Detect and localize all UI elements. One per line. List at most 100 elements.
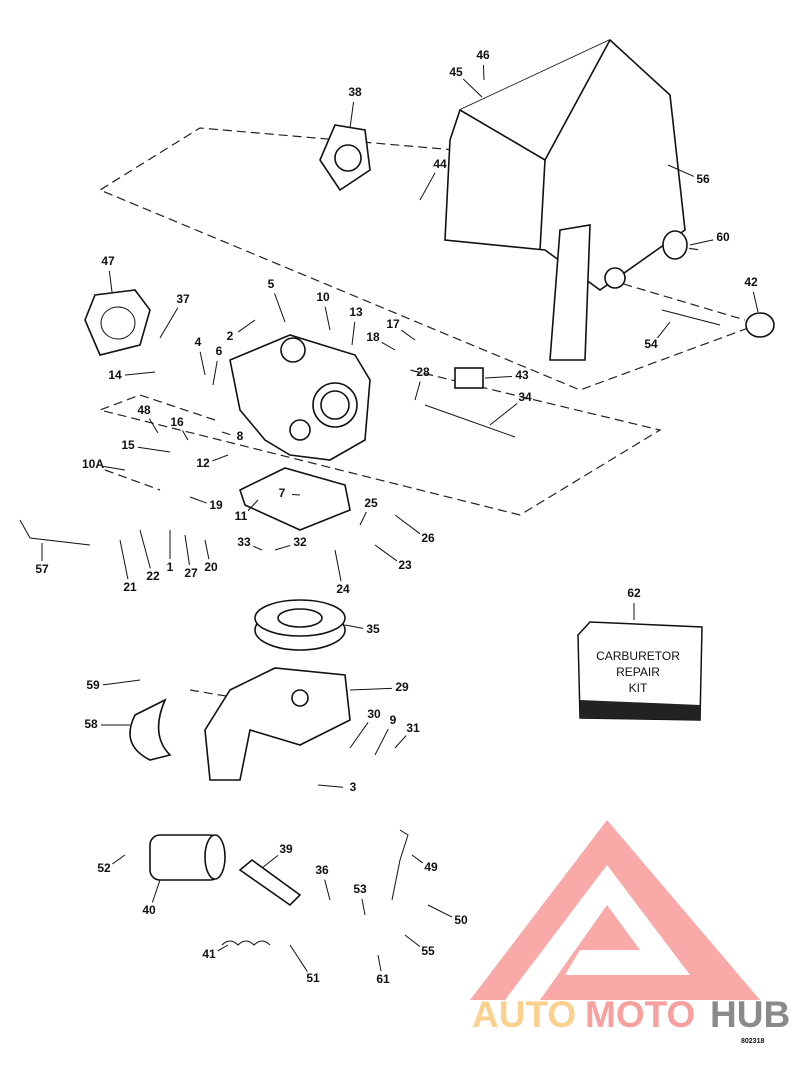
part-label-17: 17 bbox=[386, 317, 400, 331]
leader-line-12 bbox=[212, 454, 229, 462]
part-label-34: 34 bbox=[518, 390, 532, 404]
part-label-43: 43 bbox=[515, 368, 529, 382]
leader-line-47 bbox=[108, 270, 113, 293]
part-label-59: 59 bbox=[86, 678, 100, 692]
part-label-3: 3 bbox=[350, 780, 357, 794]
watermark-moto: MOTO bbox=[585, 994, 695, 1035]
leader-line-52 bbox=[112, 854, 126, 865]
part-label-4: 4 bbox=[195, 335, 202, 349]
watermark-triangle bbox=[470, 820, 760, 1000]
leader-line-39 bbox=[261, 855, 279, 869]
part-label-49: 49 bbox=[424, 860, 438, 874]
part-49-link bbox=[391, 829, 409, 901]
part-label-23: 23 bbox=[398, 558, 412, 572]
leader-line-36 bbox=[324, 879, 331, 901]
part-label-7: 7 bbox=[279, 486, 286, 500]
part-label-6: 6 bbox=[216, 344, 223, 358]
leader-line-22 bbox=[139, 529, 151, 569]
part-label-12: 12 bbox=[196, 456, 210, 470]
leader-line-7 bbox=[291, 494, 301, 496]
part-label-35: 35 bbox=[366, 622, 380, 636]
part-label-31: 31 bbox=[406, 721, 420, 735]
part-label-26: 26 bbox=[421, 531, 435, 545]
leader-line-10A bbox=[102, 465, 126, 471]
part-label-28: 28 bbox=[416, 365, 430, 379]
part-label-18: 18 bbox=[366, 330, 380, 344]
watermark-auto: AUTO bbox=[472, 994, 576, 1035]
part-54-screw bbox=[661, 309, 721, 326]
part-label-1: 1 bbox=[167, 560, 174, 574]
leader-line-32 bbox=[274, 544, 291, 551]
part-label-22: 22 bbox=[146, 569, 160, 583]
leader-line-27 bbox=[184, 534, 190, 566]
leader-line-13 bbox=[351, 321, 356, 346]
part-label-53: 53 bbox=[353, 882, 367, 896]
part-label-39: 39 bbox=[279, 842, 293, 856]
part-label-56: 56 bbox=[696, 172, 710, 186]
watermark-logo bbox=[470, 820, 760, 1000]
leader-line-21 bbox=[119, 539, 129, 580]
leader-line-25 bbox=[359, 511, 367, 526]
part-label-27: 27 bbox=[184, 566, 198, 580]
leader-line-15 bbox=[137, 446, 171, 453]
part-label-48: 48 bbox=[137, 403, 151, 417]
leader-line-28 bbox=[414, 381, 421, 401]
leader-line-16 bbox=[182, 430, 189, 441]
part-label-9: 9 bbox=[390, 713, 397, 727]
part-label-24: 24 bbox=[336, 582, 350, 596]
leader-line-3 bbox=[317, 784, 344, 788]
leader-line-45 bbox=[463, 78, 483, 98]
part-label-21: 21 bbox=[123, 580, 137, 594]
part-label-29: 29 bbox=[395, 680, 409, 694]
part-label-2: 2 bbox=[227, 329, 234, 343]
leader-line-35 bbox=[344, 624, 364, 629]
leader-line-40 bbox=[151, 879, 161, 903]
part-label-33: 33 bbox=[237, 535, 251, 549]
kit-text-line3: KIT bbox=[629, 681, 648, 695]
part-label-57: 57 bbox=[35, 562, 49, 576]
part-label-8: 8 bbox=[237, 429, 244, 443]
part-35-float bbox=[254, 599, 346, 651]
part-label-42: 42 bbox=[744, 275, 758, 289]
leader-line-49 bbox=[411, 854, 424, 864]
leader-line-34 bbox=[489, 403, 518, 426]
leader-line-17 bbox=[400, 329, 416, 341]
part-62-repair-kit-box: CARBURETOR REPAIR KIT bbox=[577, 621, 703, 721]
part-label-11: 11 bbox=[235, 509, 248, 523]
leader-line-46 bbox=[482, 64, 485, 81]
leader-line-29 bbox=[349, 687, 393, 691]
part-42-plug bbox=[745, 312, 775, 338]
leader-line-43 bbox=[484, 375, 513, 379]
part-41-spring bbox=[221, 940, 271, 946]
leader-line-20 bbox=[204, 539, 210, 560]
leader-line-53 bbox=[361, 898, 366, 916]
part-39-plunger bbox=[238, 858, 302, 907]
leader-line-18 bbox=[381, 341, 396, 351]
part-label-40: 40 bbox=[142, 903, 156, 917]
leader-line-5 bbox=[274, 293, 286, 323]
part-label-16: 16 bbox=[170, 415, 184, 429]
part-label-38: 38 bbox=[348, 85, 362, 99]
part-label-30: 30 bbox=[367, 707, 381, 721]
leader-line-44 bbox=[419, 172, 436, 201]
leader-line-55 bbox=[404, 934, 421, 948]
part-label-36: 36 bbox=[315, 863, 329, 877]
leader-line-23 bbox=[374, 544, 398, 562]
part-label-62: 62 bbox=[627, 586, 641, 600]
leader-line-24 bbox=[334, 549, 342, 582]
part-label-5: 5 bbox=[268, 277, 275, 291]
leader-line-50 bbox=[427, 904, 453, 918]
leader-line-10 bbox=[324, 306, 331, 331]
part-label-20: 20 bbox=[204, 560, 218, 574]
leader-line-56 bbox=[667, 164, 695, 177]
part-label-15: 15 bbox=[121, 438, 135, 452]
part-label-61: 61 bbox=[376, 972, 390, 986]
part-label-50: 50 bbox=[454, 913, 468, 927]
leader-line-9 bbox=[374, 728, 389, 756]
leader-line-14 bbox=[124, 371, 156, 376]
part-label-25: 25 bbox=[364, 496, 378, 510]
part-label-32: 32 bbox=[293, 535, 307, 549]
carburetor-body bbox=[229, 334, 371, 461]
